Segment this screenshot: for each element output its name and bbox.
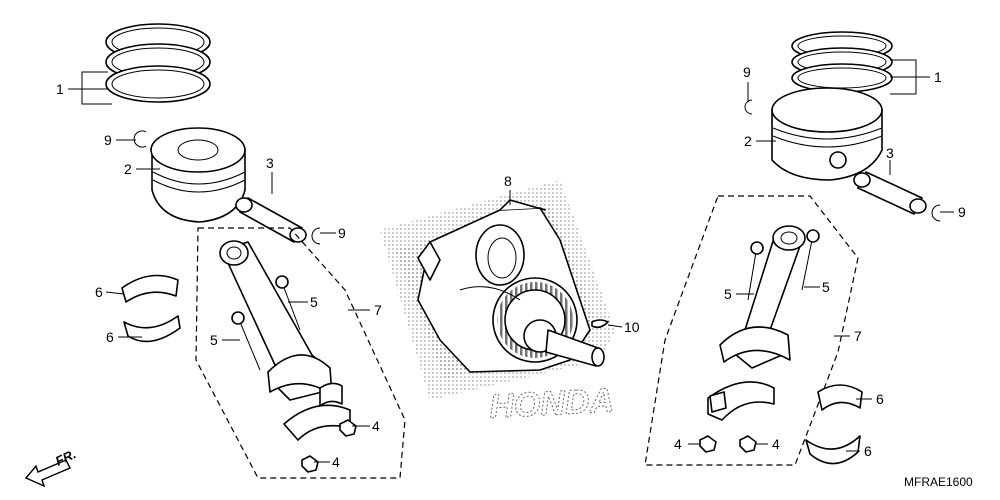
crankshaft-key: [591, 319, 609, 329]
right-piston-rings: [791, 31, 893, 93]
callout-9-left-upper: 9: [104, 132, 112, 148]
callout-4-left-lower: 4: [332, 454, 340, 470]
right-piston-clip-lower: [931, 204, 941, 222]
front-direction-label: FR.: [53, 446, 78, 468]
callout-9-right-lower: 9: [958, 204, 966, 220]
callout-7-left: 7: [374, 302, 382, 318]
callout-6-left-upper: 6: [95, 284, 103, 300]
callout-1-left: 1: [56, 81, 64, 97]
callout-5-left-lower: 5: [210, 332, 218, 348]
callout-3-left: 3: [266, 155, 274, 171]
callout-3-right: 3: [886, 145, 894, 161]
right-piston: [771, 87, 883, 181]
left-bearings: [121, 274, 181, 343]
leader-lines: [68, 59, 954, 463]
left-piston-pin: [235, 197, 307, 243]
drawing-code: MFRAE1600: [904, 475, 973, 489]
left-rod-assembly-outline: [195, 227, 406, 479]
right-rod-assembly-outline: [644, 195, 859, 466]
callout-5-left-upper: 5: [310, 294, 318, 310]
right-rod-bolts: [747, 229, 820, 301]
honda-watermark-text: HONDA: [488, 382, 614, 426]
callout-7-right: 7: [854, 328, 862, 344]
callout-5-right-left: 5: [724, 286, 732, 302]
left-piston-clip: [133, 130, 147, 148]
left-rod-nuts: [301, 419, 357, 473]
callout-labels: 1 9 2 3 9 6 6 5 5 7 4 4 8 10 1 9 2 3 9 5…: [56, 64, 966, 470]
callout-8-crankshaft: 8: [504, 173, 512, 189]
crankshaft: [417, 199, 605, 373]
callout-10-key: 10: [624, 319, 640, 335]
front-direction-arrow-icon: [24, 459, 71, 488]
callout-9-left-lower: 9: [338, 225, 346, 241]
callout-1-right: 1: [934, 69, 942, 85]
callout-4-right-left: 4: [674, 436, 682, 452]
left-piston: [150, 127, 246, 223]
left-piston-clip-lower: [311, 227, 321, 245]
callout-4-right-right: 4: [772, 436, 780, 452]
callout-6-right-upper: 6: [876, 391, 884, 407]
right-piston-pin: [853, 171, 927, 215]
left-rod-bolts: [231, 275, 301, 371]
right-rod-nuts: [699, 435, 757, 453]
right-rod-cap: [707, 381, 775, 421]
right-bearings: [805, 384, 863, 465]
left-piston-rings: [105, 23, 211, 103]
callout-9-right-upper: 9: [743, 64, 751, 80]
callout-2-right: 2: [744, 133, 752, 149]
callout-6-left-lower: 6: [106, 329, 114, 345]
right-piston-clip: [744, 99, 753, 115]
right-connecting-rod: [719, 225, 806, 369]
callout-6-right-lower: 6: [864, 443, 872, 459]
left-rod-cap: [283, 382, 351, 441]
callout-4-left-upper: 4: [372, 418, 380, 434]
callout-2-left: 2: [124, 161, 132, 177]
callout-5-right-right: 5: [822, 279, 830, 295]
left-connecting-rod: [219, 240, 333, 401]
